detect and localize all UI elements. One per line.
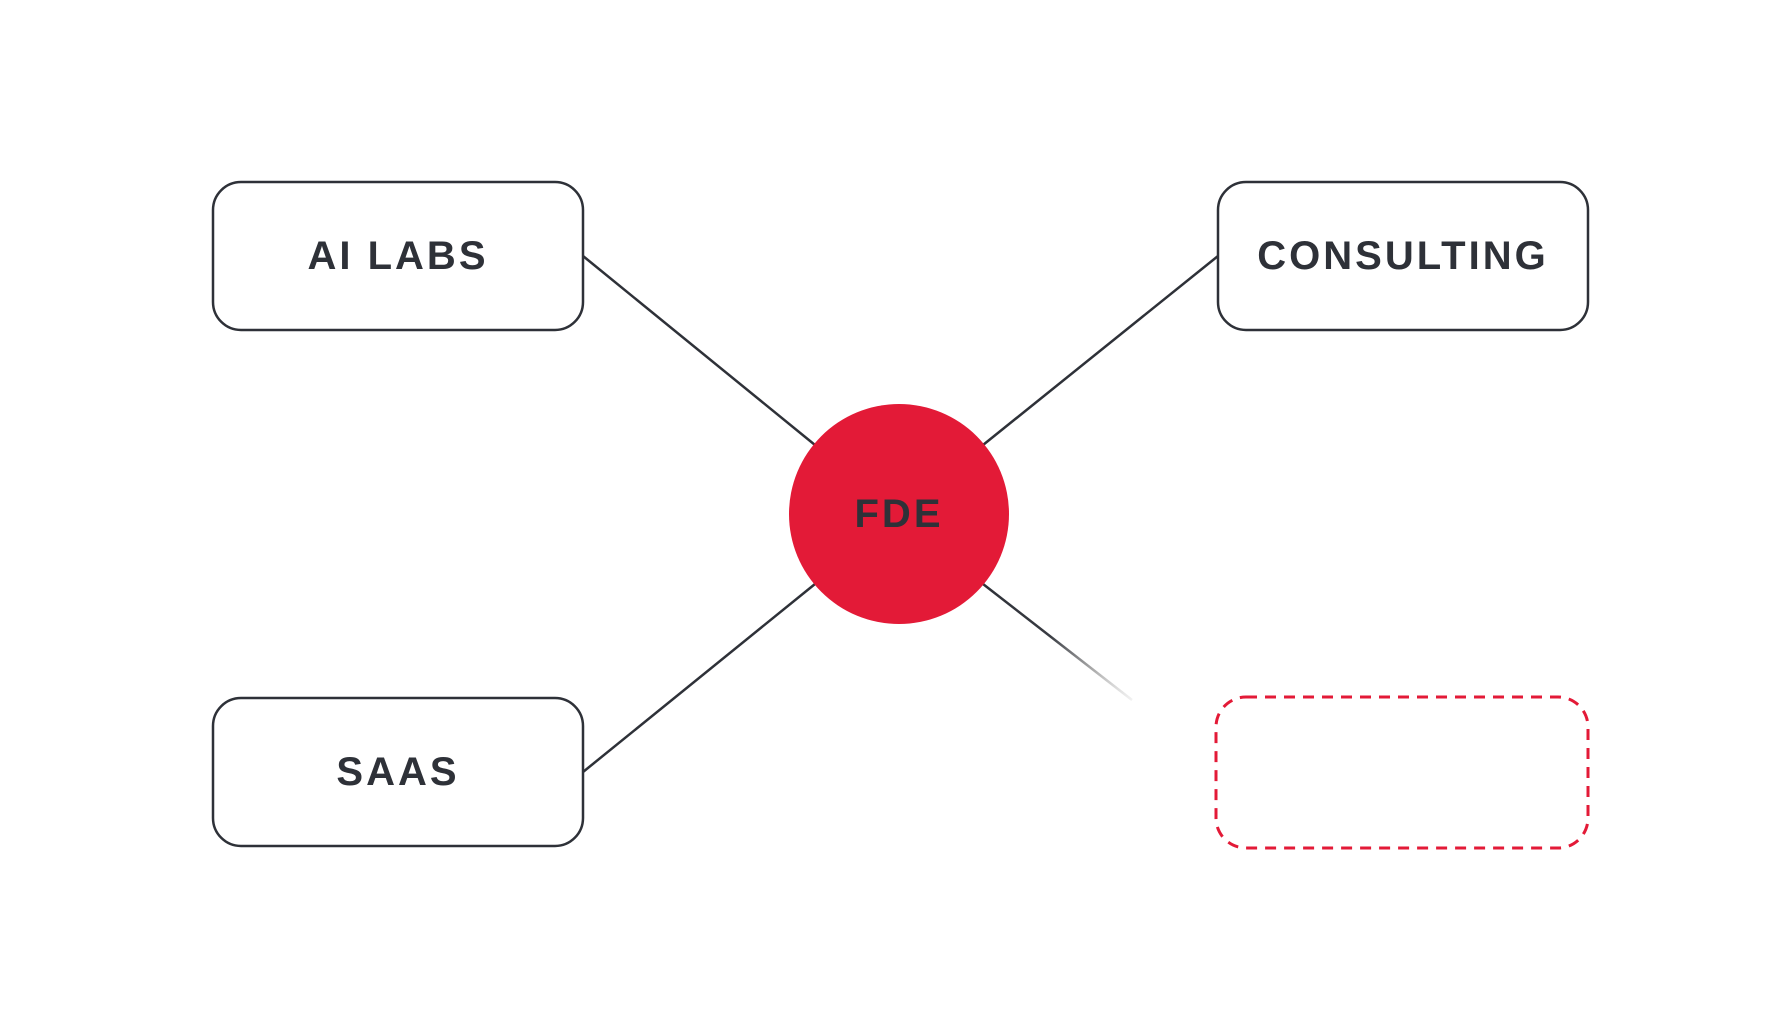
node-placeholder[interactable] (1214, 695, 1590, 850)
node-saas[interactable]: SAAS (211, 696, 585, 848)
node-ai-labs[interactable]: AI LABS (211, 180, 585, 332)
connector-saas (582, 583, 816, 773)
node-consulting[interactable]: CONSULTING (1216, 180, 1590, 332)
center-node-fde[interactable]: FDE (789, 404, 1009, 624)
node-placeholder-box (1214, 695, 1590, 850)
center-circle (789, 404, 1009, 624)
node-consulting-label: CONSULTING (1257, 234, 1548, 278)
center-label: FDE (855, 492, 944, 536)
node-ai-labs-label: AI LABS (308, 234, 489, 278)
connector-consulting (982, 255, 1219, 446)
connector-placeholder-fading (982, 583, 1133, 701)
node-consulting-box (1216, 180, 1590, 332)
node-ai-labs-box (211, 180, 585, 332)
node-saas-box (211, 696, 585, 848)
connector-ai-labs (582, 255, 816, 446)
node-saas-label: SAAS (336, 750, 459, 794)
